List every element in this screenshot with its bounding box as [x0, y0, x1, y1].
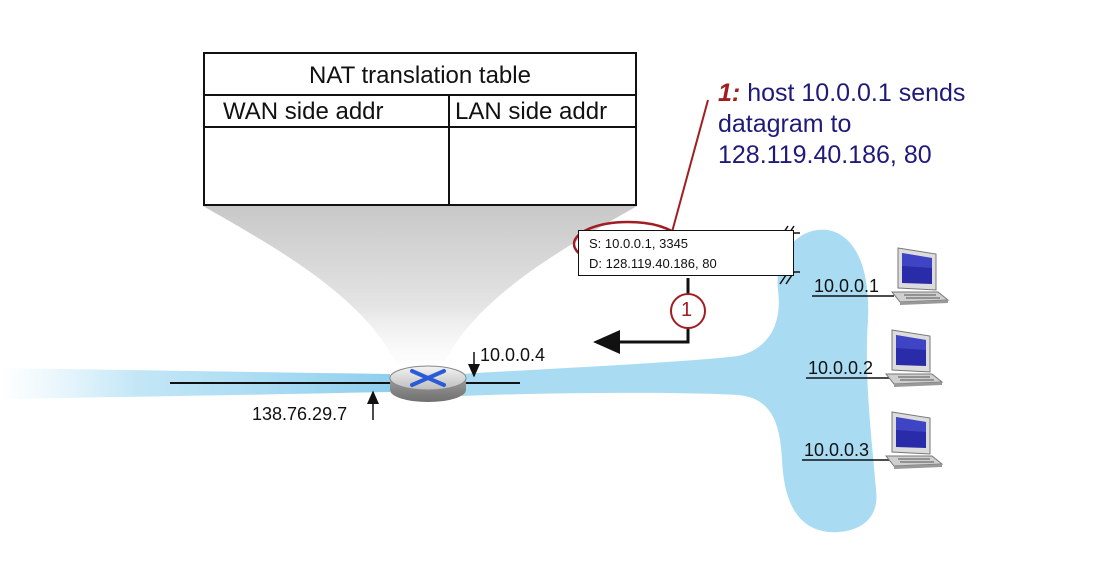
computer-icon: [884, 411, 944, 469]
host-ip-1: 10.0.0.1: [814, 276, 880, 296]
datagram-destination: D: 128.119.40.186, 80: [589, 256, 717, 271]
datagram-box: S: 10.0.0.1, 3345 D: 128.119.40.186, 80: [578, 230, 794, 276]
nat-translation-table: NAT translation table WAN side addr LAN …: [203, 52, 637, 206]
step-circle: [670, 293, 706, 329]
router-icon: [389, 365, 467, 402]
callout-step-number: 1:: [718, 79, 741, 107]
wan-column-header: WAN side addr: [223, 98, 384, 125]
table-header-divider: [205, 126, 637, 128]
nat-table-title: NAT translation table: [309, 62, 531, 89]
table-divider: [205, 94, 637, 96]
zoom-cone: [203, 206, 637, 372]
callout-line-2: datagram to: [718, 110, 852, 138]
lan-column-header: LAN side addr: [455, 98, 608, 125]
table-column-divider: [448, 96, 450, 204]
callout-line-1: 1: host 10.0.0.1 sends: [718, 79, 966, 107]
step-marker-label: 1: [681, 299, 693, 321]
router-wan-ip: 138.76.29.7: [252, 404, 348, 424]
lan-network-cloud: [460, 229, 877, 533]
host-ip-3: 10.0.0.3: [804, 440, 870, 460]
computer-icon: [884, 329, 944, 387]
host-ip-2: 10.0.0.2: [808, 358, 874, 378]
step-callout: 1: host 10.0.0.1 sends datagram to 128.1…: [718, 78, 965, 171]
router-lan-ip: 10.0.0.4: [480, 345, 546, 365]
callout-pointer: [671, 99, 709, 233]
computer-icon: [890, 247, 950, 305]
datagram-source: S: 10.0.0.1, 3345: [589, 236, 689, 251]
callout-line-3: 128.119.40.186, 80: [718, 141, 932, 169]
